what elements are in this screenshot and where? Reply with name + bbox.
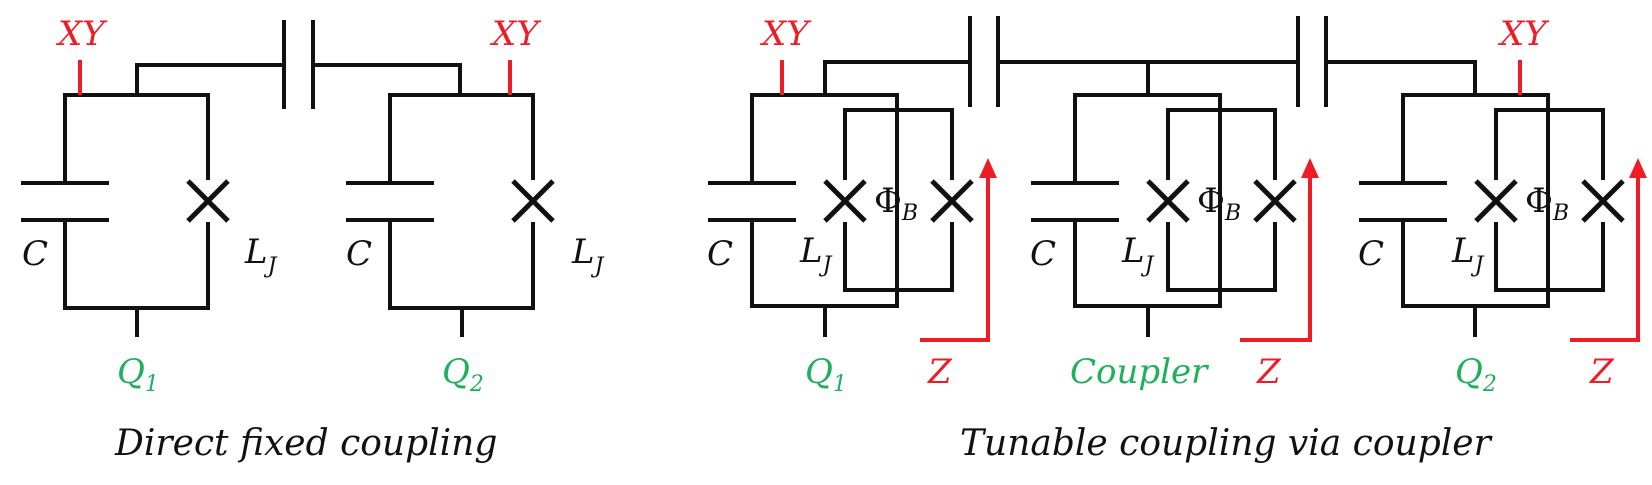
junction-label-q1: LJ (244, 232, 278, 279)
coupler-circuit (1031, 93, 1319, 342)
coupler-label: Coupler (1070, 352, 1209, 392)
qubit-2-label: Q2 (442, 352, 484, 397)
flux-label-tq1: ΦB (874, 181, 918, 226)
xy-label-tq1: XY (759, 14, 812, 54)
tunable-qubit-1-circuit (708, 60, 997, 342)
coupling-capacitor-1 (823, 16, 1300, 107)
tunable-coupling-circuit: XY XY C C C LJ LJ LJ ΦB ΦB ΦB Z Z Z Q1 C… (707, 14, 1647, 464)
qubit-1-label: Q1 (117, 352, 159, 397)
qubit-1-circuit (21, 60, 228, 337)
junction-label-tq2: LJ (1451, 231, 1485, 278)
capacitor-label-tq2: C (1358, 234, 1384, 274)
capacitor-label-q2: C (346, 234, 372, 274)
junction-label-coupler: LJ (1121, 231, 1155, 278)
xy-label-q1: XY (55, 14, 108, 54)
z-label-tq2: Z (1589, 352, 1615, 392)
junction-label-tq1: LJ (799, 231, 833, 278)
capacitor-label-q1: C (22, 234, 48, 274)
z-label-coupler: Z (1256, 352, 1282, 392)
tunable-qubit-2-circuit (1359, 60, 1647, 342)
coupling-capacitor (135, 20, 462, 109)
flux-label-tq2: ΦB (1525, 181, 1569, 226)
flux-label-coupler: ΦB (1197, 181, 1241, 226)
caption-direct-coupling: Direct fixed coupling (114, 423, 497, 464)
capacitor-label-coupler: C (1030, 234, 1056, 274)
coupling-capacitor-2 (1296, 16, 1477, 107)
z-label-tq1: Z (927, 352, 953, 392)
junction-label-q2: LJ (571, 232, 605, 279)
capacitor-label-tq1: C (707, 234, 733, 274)
tunable-qubit-1-label: Q1 (805, 352, 847, 397)
xy-label-q2: XY (489, 14, 542, 54)
direct-coupling-circuit: XY XY C C LJ LJ Q1 Q2 Direct fixed coupl… (21, 14, 605, 464)
caption-tunable-coupling: Tunable coupling via coupler (960, 423, 1493, 464)
tunable-qubit-2-label: Q2 (1455, 352, 1497, 397)
xy-label-tq2: XY (1497, 14, 1550, 54)
qubit-2-circuit (346, 60, 553, 337)
